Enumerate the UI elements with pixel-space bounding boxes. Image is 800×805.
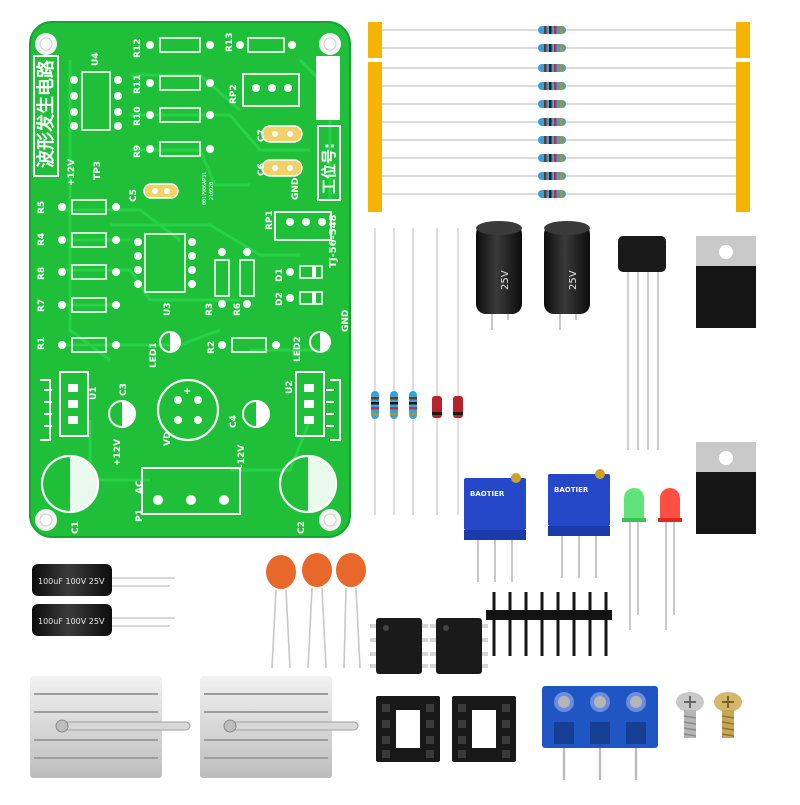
mounting-hole (35, 33, 341, 531)
label-u2: U2 (285, 380, 295, 394)
label-c2: C2 (297, 521, 307, 534)
led-footprint (159, 331, 331, 353)
voltage-regulator-icon (696, 442, 756, 618)
u4-footprint (70, 71, 122, 131)
label-r5: R5 (37, 201, 47, 214)
label-gnd-2: GND (341, 310, 351, 332)
label-c5: C5 (129, 189, 139, 202)
svg-text:100uF 100V 25V: 100uF 100V 25V (38, 577, 105, 586)
electrolytic-capacitor-large: 25V 25V (476, 221, 590, 330)
label-r13: R13 (225, 33, 235, 52)
pcb-board: 波形发生电路 工位号: TJ-56-548 0017906AP31 210920 (29, 21, 351, 538)
bridge-rectifier-icon (618, 236, 666, 450)
electrolytic-capacitor-icon (32, 564, 112, 636)
board-model: TJ-56-548 (328, 214, 339, 268)
heatsink-icon (200, 676, 359, 778)
label-led2: LED2 (293, 336, 303, 362)
label-r10: R10 (133, 107, 143, 126)
label-r4: R4 (37, 233, 47, 246)
electrolytic-capacitor-small: 100uF 100V 25V 100uF 100V 25V (32, 564, 175, 636)
label-r1: R1 (37, 337, 47, 350)
led-icon (658, 488, 682, 630)
svg-text:100uF 100V 25V: 100uF 100V 25V (38, 617, 105, 626)
voltage-regulator-icon (696, 236, 756, 412)
board-date-code: 210920 (209, 182, 215, 200)
diode-icon (432, 396, 463, 418)
heatsink-icon (30, 676, 191, 778)
electrolytic-capacitor-icon (476, 221, 590, 314)
label-r12: R12 (133, 39, 143, 58)
label-gnd: GND (291, 178, 301, 200)
resistor-icon (371, 391, 417, 419)
board-title: 波形发生电路 (33, 55, 59, 177)
label-ac: AC (135, 480, 145, 494)
label-r11: R11 (133, 75, 143, 94)
svg-text:波形发生电路: 波形发生电路 (35, 59, 57, 168)
label-rp1: RP1 (265, 210, 275, 230)
label-u3: U3 (163, 302, 173, 316)
trimmer-potentiometer-icon: BAOTIER (464, 473, 526, 582)
label-r7: R7 (37, 299, 47, 312)
label-r6: R6 (233, 303, 243, 316)
resistor-icon (538, 26, 566, 198)
resistor-tape-strip (368, 22, 750, 212)
label-led1: LED1 (149, 342, 159, 368)
label-c7: C7 (257, 129, 267, 142)
label-p1: P1 (135, 509, 145, 522)
ic-socket-icon (376, 696, 440, 762)
svg-text:25V: 25V (568, 270, 579, 290)
svg-text:BAOTIER: BAOTIER (470, 490, 505, 498)
label-r9: R9 (133, 145, 143, 158)
label-r8: R8 (37, 267, 47, 280)
board-part-number: 0017906AP31 (202, 172, 208, 205)
svg-text:BAOTIER: BAOTIER (554, 486, 589, 494)
pin-header-icon (486, 592, 612, 656)
label-u1: U1 (89, 386, 99, 400)
dip-ic-icon (430, 618, 488, 674)
label-tp3: TP3 (93, 161, 103, 180)
svg-text:+: + (183, 386, 191, 397)
ceramic-capacitor-icon (266, 553, 366, 669)
label-vd: VD (163, 432, 173, 446)
label-c6: C6 (257, 163, 267, 176)
screw-icon (676, 692, 704, 738)
ic-socket-icon (452, 696, 516, 762)
led-icon (622, 488, 646, 630)
label-u4: U4 (91, 52, 101, 66)
label-minus12v: -12V (237, 445, 247, 468)
label-c4: C4 (229, 415, 239, 428)
u3-footprint (134, 233, 196, 293)
label-c3: C3 (119, 383, 129, 396)
label-plus12v: +12V (67, 159, 77, 186)
loose-resistors (371, 228, 463, 515)
label-rp2: RP2 (229, 84, 239, 104)
label-plus12v-2: +12V (113, 439, 123, 466)
label-c1: C1 (71, 521, 81, 534)
dip-ic-icon (370, 618, 428, 674)
screw-icon (714, 692, 742, 738)
label-r3: R3 (205, 303, 215, 316)
bridge-footprint: + (156, 378, 220, 442)
label-r2: R2 (207, 341, 217, 354)
label-d1: D1 (275, 268, 285, 282)
station-label: 工位号: (316, 56, 341, 201)
terminal-block-icon (542, 686, 658, 780)
trimmer-potentiometer-icon: BAOTIER (548, 469, 610, 578)
svg-text:工位号:: 工位号: (320, 143, 338, 194)
svg-text:25V: 25V (500, 270, 511, 290)
label-d2: D2 (275, 292, 285, 306)
